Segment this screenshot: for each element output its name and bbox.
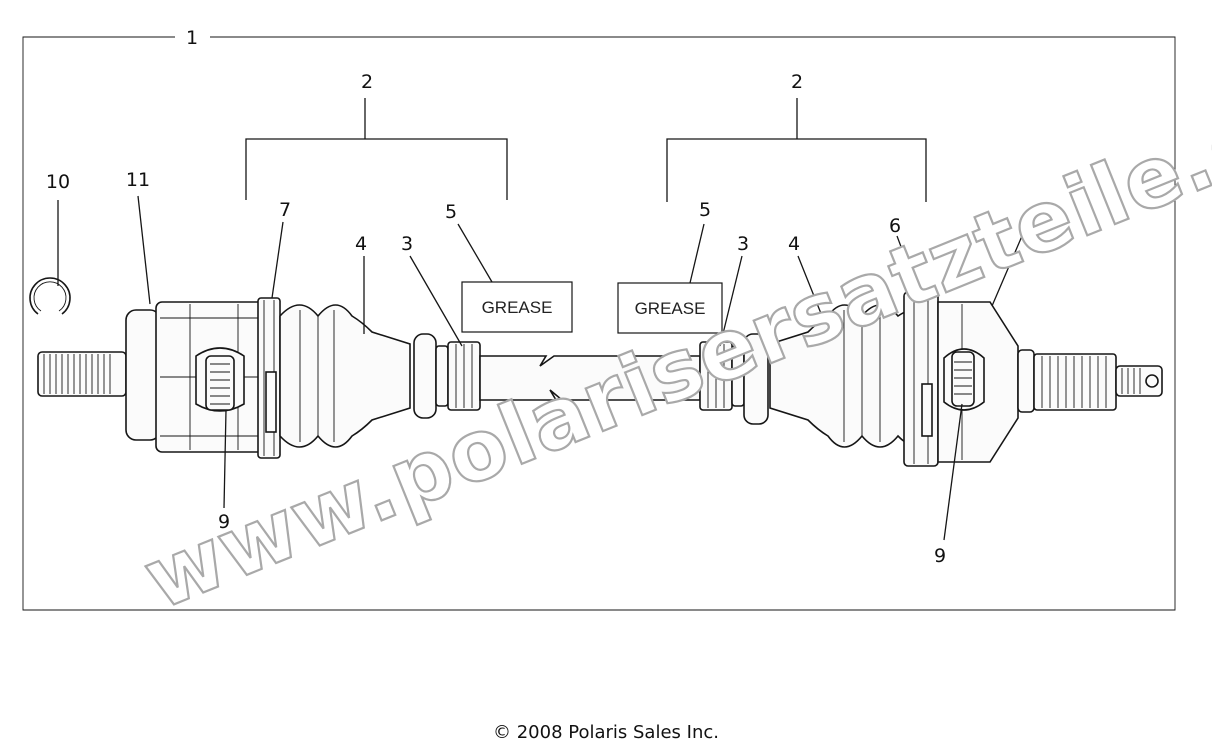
grease-label-right: GREASE <box>617 282 723 334</box>
retaining-ring <box>29 277 71 315</box>
callout-grease-right: 5 <box>699 199 711 221</box>
callout-boot-left: 4 <box>355 233 367 255</box>
callout-outer-cv-joint: 8 <box>1022 215 1034 237</box>
large-clamp-left <box>257 297 281 459</box>
boot-kit-bracket-left <box>245 98 508 200</box>
callout-grease-left: 5 <box>445 201 457 223</box>
grease-label-left: GREASE <box>461 281 573 333</box>
callout-assembly: 1 <box>186 27 198 49</box>
callout-boot-kit-left: 2 <box>361 71 373 93</box>
callout-cage-right: 9 <box>934 545 946 567</box>
boot-kit-bracket-right <box>666 98 927 202</box>
inner-stub-shaft <box>37 351 127 397</box>
grease-left-text: GREASE <box>482 298 553 317</box>
callout-boot-kit-right: 2 <box>791 71 803 93</box>
small-clamp-right <box>699 333 769 425</box>
callout-boot-right: 4 <box>788 233 800 255</box>
leader-lines <box>57 195 1023 541</box>
copyright-notice: © 2008 Polaris Sales Inc. <box>493 722 719 743</box>
callout-large-clamp-right: 6 <box>889 215 901 237</box>
grease-right-text: GREASE <box>635 299 706 318</box>
callout-large-clamp-left: 7 <box>279 199 291 221</box>
callout-inner-cv-joint: 11 <box>126 169 150 191</box>
cage-left <box>195 347 245 412</box>
cage-right <box>943 348 985 411</box>
assembly-frame <box>22 36 1176 611</box>
outer-stub-shaft <box>1017 349 1163 413</box>
callout-retaining-ring: 10 <box>46 171 70 193</box>
callout-clamp-right: 3 <box>737 233 749 255</box>
callout-labels: 1 2 2 10 11 7 5 4 3 5 3 4 6 8 9 9 <box>46 27 1034 567</box>
callout-cage-left: 9 <box>218 511 230 533</box>
boot-left <box>279 304 411 448</box>
small-clamp-left <box>413 333 481 419</box>
callout-clamp-left: 3 <box>401 233 413 255</box>
